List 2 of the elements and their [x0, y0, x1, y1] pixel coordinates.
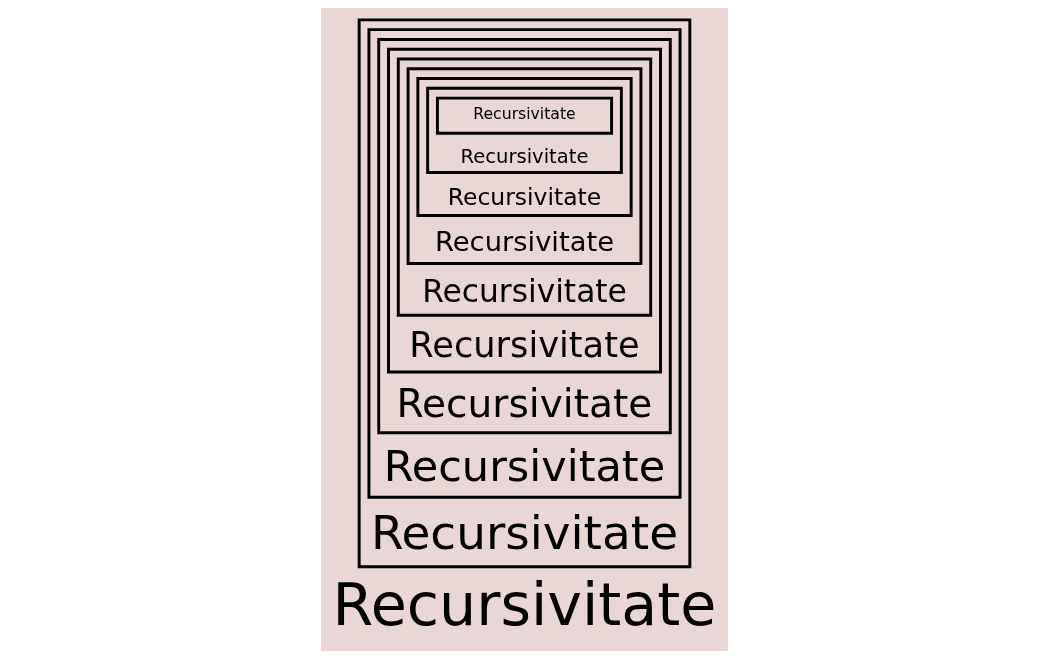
node-box: Recursivitate	[435, 96, 614, 135]
label: Recursivitate	[332, 571, 717, 640]
